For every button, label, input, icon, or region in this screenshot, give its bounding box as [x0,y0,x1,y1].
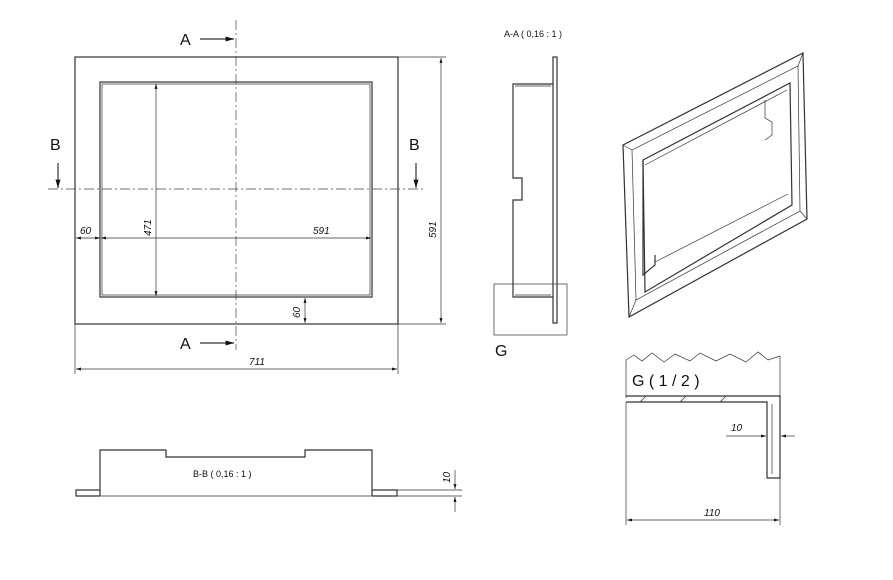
section-aa-title: A-A ( 0,16 : 1 ) [504,29,562,39]
dim-outer-width: 711 [249,357,265,368]
section-mark-a-top: A [180,32,191,49]
iso-box-side [642,160,656,277]
detail-g-view: G ( 1 / 2 ) 10 110 [625,351,795,525]
section-mark-b-left: B [50,137,61,154]
iso-face-inner-edge [631,65,801,301]
iso-box-back [764,100,773,141]
detail-g-title: G ( 1 / 2 ) [632,373,700,390]
bb-flange-right [372,489,398,497]
outer-frame [74,56,399,325]
iso-bevel-corner [797,52,804,67]
detail-hatch-2 [679,395,687,403]
section-mark-b-right: B [409,137,420,154]
body-outline [512,83,553,298]
dim-border-left: 60 [80,226,92,237]
dim-flange: 10 [442,471,453,483]
dim-inner-height: 471 [143,219,154,236]
iso-bevel-bottom [628,299,637,318]
dim-inner-width: 591 [313,226,330,237]
section-mark-a-bottom: A [180,336,191,353]
iso-box-top [644,89,788,166]
front-view: A A B B 471 591 60 60 591 711 [48,20,446,374]
section-aa-view: A-A ( 0,16 : 1 ) G [493,29,568,360]
iso-opening [642,82,793,294]
detail-break-line [625,351,781,363]
front-flange [552,56,558,324]
detail-g-box [493,283,568,336]
dim-outer-height: 591 [428,221,439,238]
dim-border-bottom: 60 [292,306,303,318]
section-bb-title: B-B ( 0,16 : 1 ) [193,469,252,479]
section-bb-view: B-B ( 0,16 : 1 ) 10 [75,449,462,512]
iso-box-floor [654,193,789,263]
iso-bevel-top [622,144,633,151]
dim-depth: 110 [704,508,720,519]
bb-flange-left [75,489,100,497]
iso-front-face [622,52,808,318]
iso-bevel-right [799,210,808,220]
detail-g-mark: G [495,343,507,360]
isometric-view [622,52,808,318]
bb-body-outline [99,449,373,496]
detail-hatch-3 [719,395,727,403]
dim-thickness: 10 [731,423,743,434]
detail-hatch-1 [639,395,647,403]
detail-plate [626,395,781,479]
